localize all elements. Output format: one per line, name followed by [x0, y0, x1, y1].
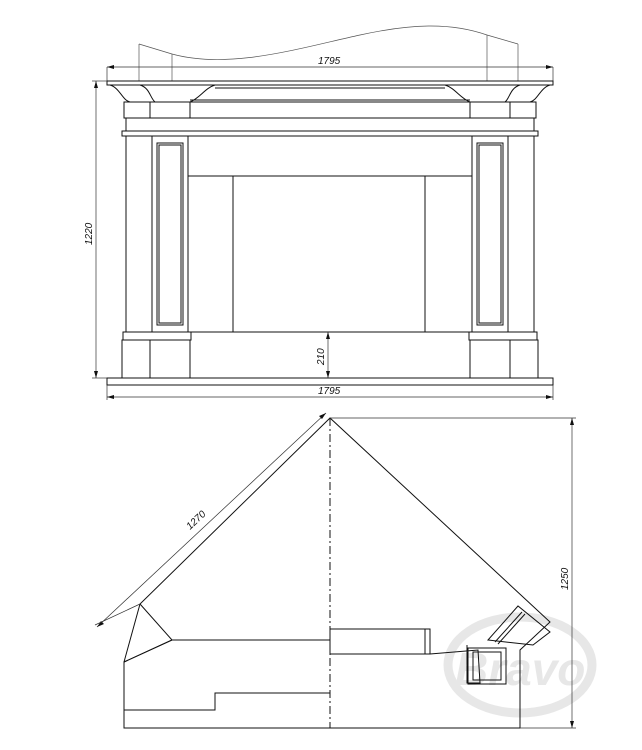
dimension-width-bottom: 1795: [318, 386, 341, 397]
front-view: 1795: [84, 25, 554, 400]
dimension-side-length: 1270: [185, 509, 209, 533]
dimension-width-top: 1795: [318, 56, 341, 67]
dimension-depth: 1250: [560, 567, 571, 590]
dimension-opening-height: 210: [316, 348, 327, 366]
dimension-height: 1220: [84, 222, 95, 245]
